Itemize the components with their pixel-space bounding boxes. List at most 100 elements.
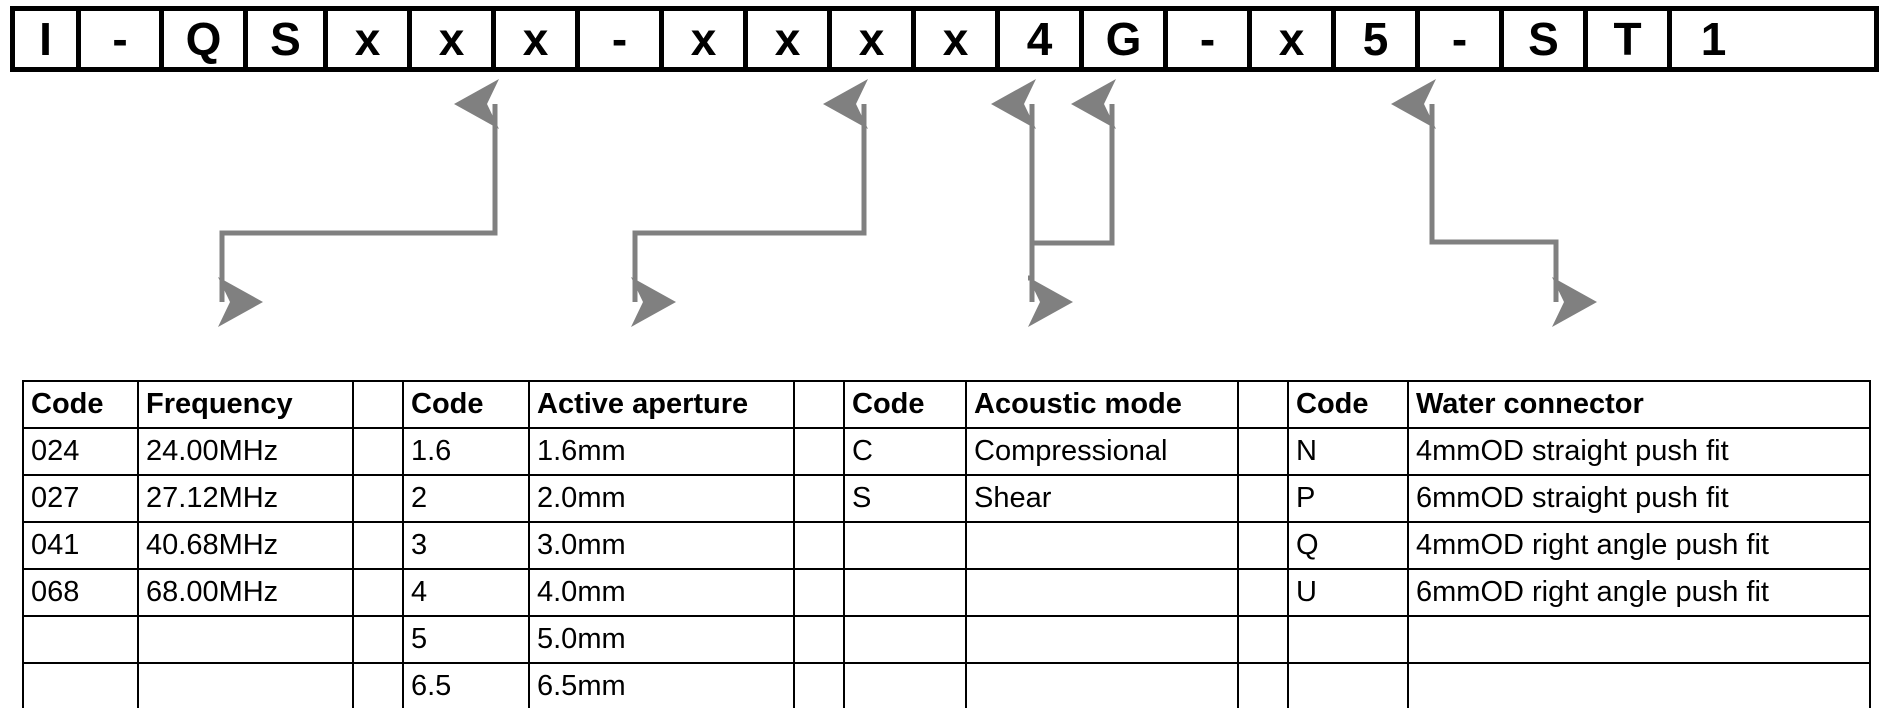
- specification-table: Code Frequency Code Active aperture Code…: [22, 380, 1871, 708]
- table-header-row: Code Frequency Code Active aperture Code…: [22, 380, 1871, 429]
- cell-code-water-connector: [1287, 615, 1409, 664]
- cell-water-connector: [1407, 615, 1871, 664]
- cell-frequency: [137, 662, 354, 708]
- cell-code-aperture: 5: [402, 615, 530, 664]
- code-cell-1: -: [81, 11, 164, 67]
- cell-acoustic-mode: Compressional: [965, 427, 1239, 476]
- code-cell-7: -: [580, 11, 664, 67]
- header-code-acoustic-mode: Code: [843, 380, 967, 429]
- code-cell-10: x: [832, 11, 916, 67]
- water-connector-connector: [1391, 79, 1597, 327]
- header-active-aperture: Active aperture: [528, 380, 795, 429]
- cell-spacer-3: [1237, 662, 1289, 708]
- cell-code-frequency: 041: [22, 521, 139, 570]
- cell-water-connector: [1407, 662, 1871, 708]
- header-frequency: Frequency: [137, 380, 354, 429]
- cell-active-aperture: 2.0mm: [528, 474, 795, 523]
- cell-spacer-1: [352, 568, 404, 617]
- header-spacer-3: [1237, 380, 1289, 429]
- cell-code-water-connector: N: [1287, 427, 1409, 476]
- cell-code-acoustic-mode: C: [843, 427, 967, 476]
- code-cell-6: x: [496, 11, 580, 67]
- cell-spacer-3: [1237, 568, 1289, 617]
- cell-acoustic-mode: [965, 568, 1239, 617]
- acoustic-mode-connector: [991, 79, 1117, 327]
- code-cell-19: T: [1588, 11, 1672, 67]
- cell-code-aperture: 1.6: [402, 427, 530, 476]
- table-row: 068 68.00MHz 4 4.0mm U 6mmOD right angle…: [22, 568, 1871, 617]
- code-cell-0: I: [15, 11, 81, 67]
- code-cell-12: 4: [1000, 11, 1084, 67]
- cell-code-aperture: 6.5: [402, 662, 530, 708]
- header-code-aperture: Code: [402, 380, 530, 429]
- cell-spacer-3: [1237, 521, 1289, 570]
- code-cell-14: -: [1168, 11, 1252, 67]
- cell-code-acoustic-mode: [843, 568, 967, 617]
- cell-acoustic-mode: [965, 662, 1239, 708]
- code-cell-20: 1: [1672, 11, 1755, 67]
- cell-code-frequency: [22, 662, 139, 708]
- cell-spacer-3: [1237, 427, 1289, 476]
- frequency-connector: [217, 79, 500, 327]
- cell-spacer-1: [352, 521, 404, 570]
- cell-water-connector: 4mmOD straight push fit: [1407, 427, 1871, 476]
- cell-frequency: 68.00MHz: [137, 568, 354, 617]
- cell-water-connector: 6mmOD straight push fit: [1407, 474, 1871, 523]
- cell-spacer-2: [793, 521, 845, 570]
- cell-water-connector: 6mmOD right angle push fit: [1407, 568, 1871, 617]
- code-cell-16: 5: [1336, 11, 1420, 67]
- header-spacer-1: [352, 380, 404, 429]
- cell-spacer-2: [793, 568, 845, 617]
- cell-active-aperture: 5.0mm: [528, 615, 795, 664]
- table-row: 6.5 6.5mm: [22, 662, 1871, 708]
- cell-code-water-connector: P: [1287, 474, 1409, 523]
- code-cell-8: x: [664, 11, 748, 67]
- cell-code-water-connector: Q: [1287, 521, 1409, 570]
- table-row: 027 27.12MHz 2 2.0mm S Shear P 6mmOD str…: [22, 474, 1871, 523]
- code-cell-2: Q: [164, 11, 248, 67]
- cell-spacer-3: [1237, 615, 1289, 664]
- cell-acoustic-mode: [965, 615, 1239, 664]
- code-cell-3: S: [248, 11, 328, 67]
- code-cell-9: x: [748, 11, 832, 67]
- cell-spacer-2: [793, 474, 845, 523]
- header-water-connector: Water connector: [1407, 380, 1871, 429]
- cell-code-frequency: 027: [22, 474, 139, 523]
- cell-code-acoustic-mode: [843, 521, 967, 570]
- code-cell-13: G: [1084, 11, 1168, 67]
- aperture-connector: [630, 79, 869, 327]
- cell-code-water-connector: [1287, 662, 1409, 708]
- cell-code-aperture: 4: [402, 568, 530, 617]
- code-cell-5: x: [412, 11, 496, 67]
- code-cell-17: -: [1420, 11, 1504, 67]
- code-cell-18: S: [1504, 11, 1588, 67]
- cell-code-water-connector: U: [1287, 568, 1409, 617]
- code-cell-4: x: [328, 11, 412, 67]
- cell-frequency: [137, 615, 354, 664]
- cell-frequency: 24.00MHz: [137, 427, 354, 476]
- header-code-water-connector: Code: [1287, 380, 1409, 429]
- cell-spacer-1: [352, 427, 404, 476]
- cell-code-frequency: 068: [22, 568, 139, 617]
- cell-active-aperture: 4.0mm: [528, 568, 795, 617]
- cell-code-aperture: 2: [402, 474, 530, 523]
- code-cell-11: x: [916, 11, 1000, 67]
- part-number-code-bar: I - Q S x x x - x x x x 4 G - x 5 - S T …: [10, 6, 1879, 72]
- cell-code-acoustic-mode: [843, 615, 967, 664]
- code-cell-15: x: [1252, 11, 1336, 67]
- cell-spacer-1: [352, 474, 404, 523]
- cell-code-acoustic-mode: [843, 662, 967, 708]
- cell-active-aperture: 6.5mm: [528, 662, 795, 708]
- cell-active-aperture: 1.6mm: [528, 427, 795, 476]
- cell-acoustic-mode: [965, 521, 1239, 570]
- cell-spacer-2: [793, 662, 845, 708]
- cell-spacer-1: [352, 662, 404, 708]
- cell-active-aperture: 3.0mm: [528, 521, 795, 570]
- cell-spacer-3: [1237, 474, 1289, 523]
- cell-water-connector: 4mmOD right angle push fit: [1407, 521, 1871, 570]
- cell-code-acoustic-mode: S: [843, 474, 967, 523]
- table-row: 5 5.0mm: [22, 615, 1871, 664]
- cell-spacer-2: [793, 615, 845, 664]
- table-row: 024 24.00MHz 1.6 1.6mm C Compressional N…: [22, 427, 1871, 476]
